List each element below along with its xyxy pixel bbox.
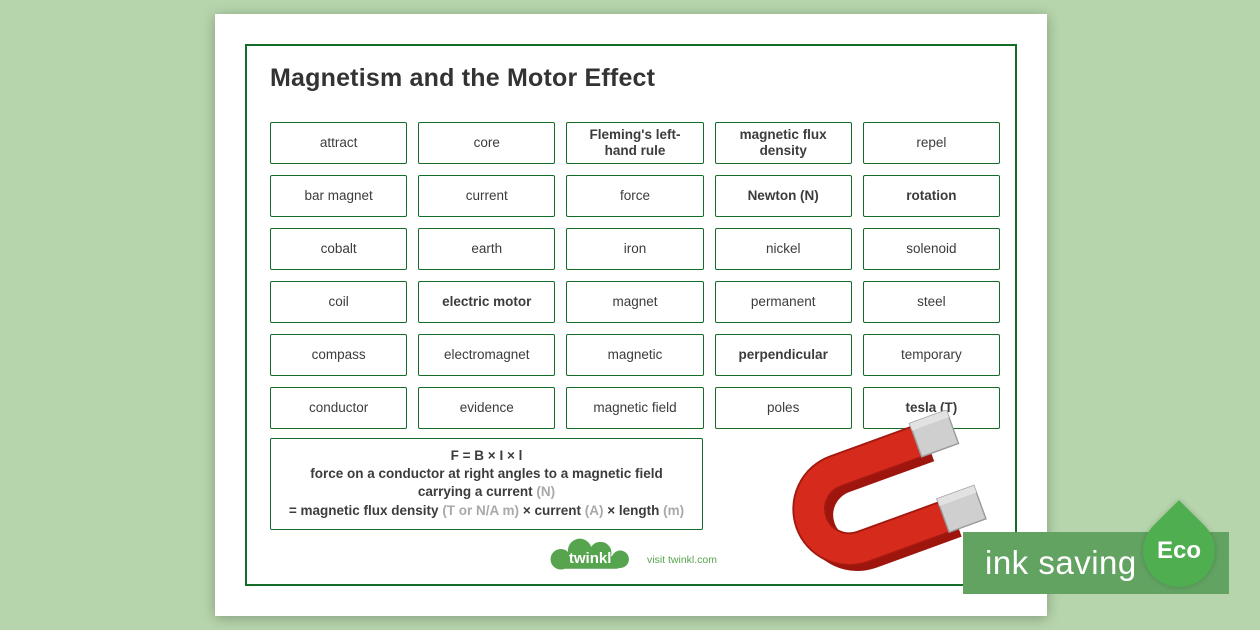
word-cell: permanent bbox=[714, 281, 852, 323]
word-cell: core bbox=[418, 122, 556, 164]
word-cell: earth bbox=[418, 228, 556, 270]
formula-equation: F = B × I × l bbox=[283, 447, 690, 465]
word-cell: evidence bbox=[418, 387, 556, 429]
word-grid: attract core Fleming's left-hand rule ma… bbox=[270, 122, 1000, 429]
formula-equation-text: F = B × I × l bbox=[450, 448, 523, 463]
word-cell: steel bbox=[862, 281, 1000, 323]
formula-description-unit: (N) bbox=[536, 484, 556, 500]
formula-expansion-term: × length bbox=[603, 502, 664, 518]
word-cell: magnetic field bbox=[566, 387, 704, 429]
formula-expansion-unit: (A) bbox=[584, 502, 604, 518]
logo-tagline: visit twinkl.com bbox=[646, 554, 717, 566]
word-cell: current bbox=[418, 175, 556, 217]
ink-saving-eco-badge: ink saving Eco bbox=[963, 500, 1230, 602]
formula-description-text: force on a conductor at right angles to … bbox=[310, 466, 663, 500]
horseshoe-magnet-icon bbox=[792, 409, 987, 571]
word-cell: attract bbox=[270, 122, 408, 164]
formula-box: F = B × I × l force on a conductor at ri… bbox=[270, 438, 703, 530]
word-cell: force bbox=[566, 175, 704, 217]
formula-expansion-term: = magnetic flux density bbox=[288, 502, 443, 518]
word-cell: temporary bbox=[862, 334, 1000, 376]
word-cell: nickel bbox=[714, 228, 852, 270]
word-cell: compass bbox=[270, 334, 408, 376]
word-cell: coil bbox=[270, 281, 408, 323]
horseshoe-magnet-illustration bbox=[753, 409, 1028, 578]
word-mat-page: Magnetism and the Motor Effect attract c… bbox=[215, 14, 1047, 616]
word-cell: magnet bbox=[566, 281, 704, 323]
word-cell: electric motor bbox=[418, 281, 556, 323]
page-title: Magnetism and the Motor Effect bbox=[270, 64, 656, 92]
footer-logo: twinkl visit twinkl.com bbox=[215, 538, 1047, 571]
word-cell: Newton (N) bbox=[714, 175, 852, 217]
eco-badge-label: Eco bbox=[1156, 537, 1201, 564]
ink-saving-label: ink saving bbox=[985, 544, 1137, 581]
formula-expansion-unit: (m) bbox=[663, 502, 685, 518]
word-cell: perpendicular bbox=[714, 334, 852, 376]
word-cell: iron bbox=[566, 228, 704, 270]
formula-description: force on a conductor at right angles to … bbox=[283, 465, 690, 501]
formula-expansion-unit: (T or N/A m) bbox=[442, 502, 520, 518]
word-cell: bar magnet bbox=[270, 175, 408, 217]
word-cell: cobalt bbox=[270, 228, 408, 270]
formula-expansion: = magnetic flux density (T or N/A m) × c… bbox=[283, 502, 690, 520]
twinkl-logo-text: twinkl bbox=[569, 550, 612, 567]
word-cell: poles bbox=[714, 387, 852, 429]
word-cell: rotation bbox=[862, 175, 1000, 217]
word-cell: electromagnet bbox=[418, 334, 556, 376]
word-cell: magnetic bbox=[566, 334, 704, 376]
word-cell: solenoid bbox=[862, 228, 1000, 270]
word-cell: magnetic flux density bbox=[714, 122, 852, 164]
word-cell: conductor bbox=[270, 387, 408, 429]
word-cell: repel bbox=[862, 122, 1000, 164]
eco-leaf-icon: Eco bbox=[1128, 500, 1230, 602]
word-cell: Fleming's left-hand rule bbox=[566, 122, 704, 164]
formula-expansion-term: × current bbox=[519, 502, 585, 518]
twinkl-logo-icon: twinkl bbox=[550, 538, 629, 570]
